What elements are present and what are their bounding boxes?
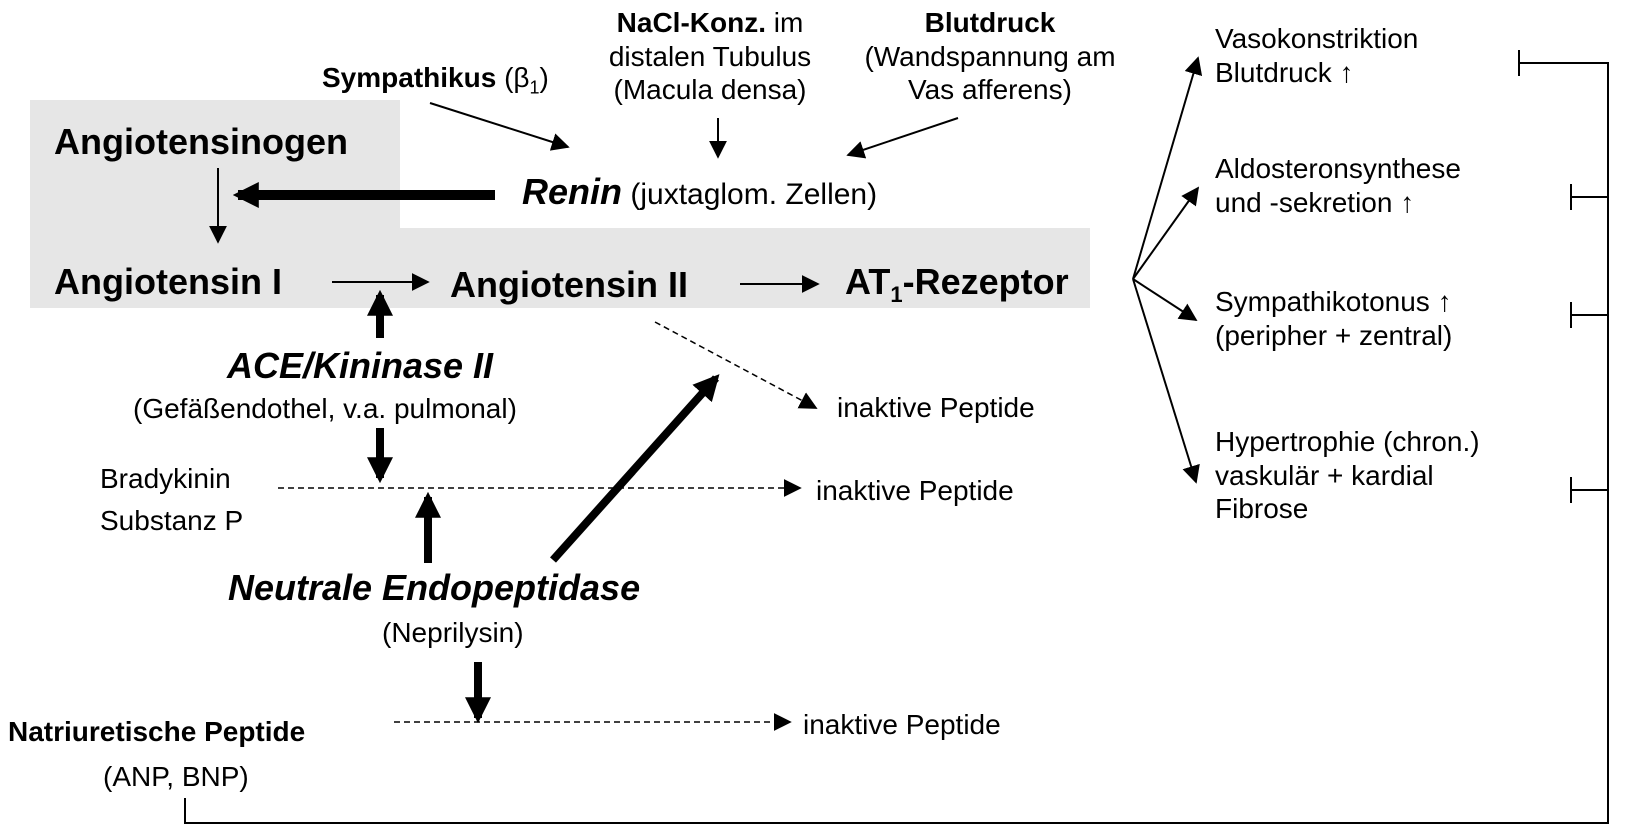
input-blutdruck-line3: Vas afferens) — [908, 74, 1072, 106]
effect-4-line3: Fibrose — [1215, 493, 1309, 525]
node-angiotensin-ii: Angiotensin II — [450, 264, 688, 305]
input-sympathikus: Sympathikus (β1) — [322, 61, 549, 99]
effect-2-line2: und -sekretion ↑ — [1215, 186, 1415, 218]
effect-vasokonstriktion: Vasokonstriktion Blutdruck ↑ — [1215, 22, 1418, 89]
effect-3-line2: (peripher + zentral) — [1215, 319, 1453, 351]
enzyme-nep: Neutrale Endopeptidase — [228, 567, 641, 608]
substrate-bradykinin: Bradykinin — [100, 463, 231, 494]
product-inactive-peptides-3: inaktive Peptide — [803, 709, 1001, 740]
input-blutdruck-label: Blutdruck — [924, 7, 1056, 38]
arrow-at1-to-vasokonstriktion — [1132, 56, 1203, 280]
effect-1-line2: Blutdruck ↑ — [1215, 56, 1354, 88]
node-angiotensinogen: Angiotensinogen — [54, 121, 348, 162]
effect-2-line1: Aldosteronsynthese — [1215, 153, 1461, 184]
substrate-substanz-p: Substanz P — [100, 505, 244, 536]
at1-suffix: -Rezeptor — [902, 261, 1069, 302]
input-nacl-line3: (Macula densa) — [613, 74, 807, 106]
input-sympathikus-close: ) — [539, 62, 549, 93]
effect-sympathikotonus: Sympathikotonus ↑ (peripher + zentral) — [1215, 285, 1452, 352]
ras-shaded-region-upper — [30, 100, 400, 230]
arrow-at1-to-sympathikotonus — [1132, 278, 1198, 321]
ras-shaded-region-lower — [30, 228, 1090, 308]
effect-1-line1: Vasokonstriktion — [1215, 23, 1419, 54]
input-sympathikus-label: Sympathikus — [322, 62, 497, 93]
node-angiotensin-i: Angiotensin I — [54, 261, 282, 302]
product-inactive-peptides-1: inaktive Peptide — [837, 392, 1035, 423]
input-nacl-label: NaCl-Konz. — [616, 7, 766, 38]
node-renin: Renin (juxtaglom. Zellen) — [522, 170, 877, 213]
arrow-sympathikus-to-renin — [429, 102, 570, 151]
substrate-natriuretic: Natriuretische Peptide — [8, 716, 306, 747]
input-nacl: NaCl-Konz. im distalen Tubulus (Macula d… — [580, 6, 840, 107]
input-nacl-line2: distalen Tubulus — [608, 40, 812, 72]
arrow-nep-to-ang-ii — [550, 374, 720, 563]
input-sympathikus-beta: (β — [504, 62, 530, 93]
enzyme-nep-alias: (Neprilysin) — [382, 617, 524, 648]
effect-4-line1: Hypertrophie (chron.) — [1215, 426, 1480, 457]
input-blutdruck: Blutdruck (Wandspannung am Vas afferens) — [845, 6, 1135, 107]
at1-prefix: AT — [845, 261, 891, 302]
effect-aldosteron: Aldosteronsynthese und -sekretion ↑ — [1215, 152, 1461, 219]
substrate-natriuretic-types: (ANP, BNP) — [103, 761, 249, 792]
effect-hypertrophie: Hypertrophie (chron.) vaskulär + kardial… — [1215, 425, 1480, 526]
renin-source: (juxtaglom. Zellen) — [622, 178, 878, 211]
inhibition-feedback-line — [184, 62, 1609, 824]
arrow-at1-to-hypertrophie — [1132, 278, 1200, 484]
renin-label: Renin — [522, 171, 623, 212]
enzyme-ace: ACE/Kininase II — [227, 345, 494, 386]
input-blutdruck-line2: (Wandspannung am — [864, 40, 1116, 72]
effect-4-line2: vaskulär + kardial — [1215, 459, 1434, 491]
enzyme-ace-source: (Gefäßendothel, v.a. pulmonal) — [133, 393, 517, 424]
arrow-blutdruck-to-renin — [846, 117, 959, 159]
input-nacl-im: im — [766, 7, 804, 38]
arrow-at1-to-aldosteron — [1132, 186, 1200, 280]
dashed-ang-ii-to-inactive — [654, 321, 818, 409]
effect-3-line1: Sympathikotonus ↑ — [1215, 286, 1452, 317]
node-at1-rezeptor: AT1-Rezeptor — [845, 260, 1069, 309]
input-sympathikus-sub: 1 — [529, 77, 540, 98]
at1-sub: 1 — [890, 282, 903, 308]
product-inactive-peptides-2: inaktive Peptide — [816, 475, 1014, 506]
